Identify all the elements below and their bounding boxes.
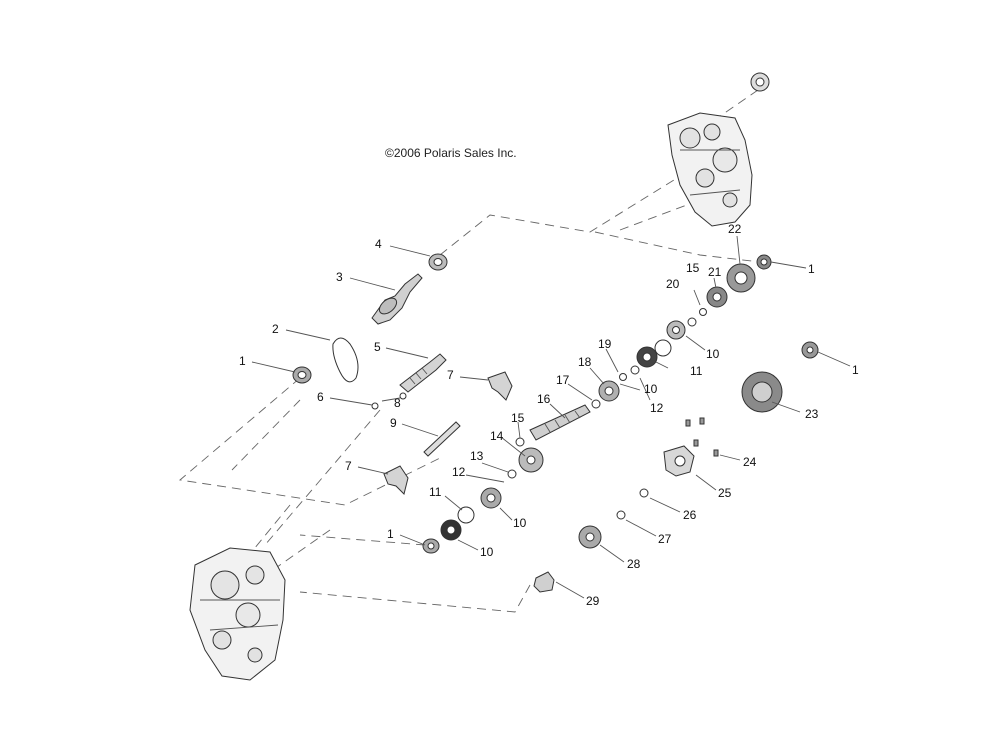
callout-19: 19 <box>598 337 612 351</box>
part-7-shift-fork-upper <box>487 371 513 401</box>
callout-27: 27 <box>658 532 672 546</box>
callout-28: 28 <box>627 557 641 571</box>
callout-labels: 4 3 2 1 5 7 6 8 9 7 1 11 12 13 14 15 16 … <box>239 222 859 608</box>
part-9-shift-rod <box>423 421 461 457</box>
part-10-bearing-upper <box>666 320 686 340</box>
callout-13: 13 <box>470 449 484 463</box>
callout-11-upper: 11 <box>690 364 703 378</box>
part-26-oring <box>639 488 649 498</box>
callout-26: 26 <box>683 508 697 522</box>
part-10-bearing-lower <box>480 487 502 509</box>
part-6-ring <box>371 402 379 410</box>
part-11-ring-upper <box>654 339 672 357</box>
part-15-ring-upper <box>699 308 707 316</box>
callout-10-upper: 10 <box>706 347 720 361</box>
callout-12-lower: 12 <box>452 465 466 479</box>
callout-6: 6 <box>317 390 324 404</box>
part-22-gear <box>726 263 756 293</box>
part-10-bearing-mid <box>636 346 658 368</box>
callout-4: 4 <box>375 237 382 251</box>
part-27-oring <box>616 510 626 520</box>
callout-29: 29 <box>586 594 600 608</box>
callout-3: 3 <box>336 270 343 284</box>
callout-1-right: 1 <box>852 363 859 377</box>
leader-lines <box>251 235 851 599</box>
transmission-main-case <box>189 547 286 681</box>
callout-8: 8 <box>394 396 401 410</box>
part-11-ring-lower <box>457 506 475 524</box>
part-7-shift-fork-lower <box>383 465 409 495</box>
callout-1-upper-right: 1 <box>808 262 815 276</box>
callout-20: 20 <box>666 277 680 291</box>
callout-10-bottom: 10 <box>480 545 494 559</box>
callout-15-upper: 15 <box>686 261 700 275</box>
part-29-sensor <box>533 571 555 593</box>
part-25-flange-plate <box>663 445 695 477</box>
part-13-ring <box>507 469 517 479</box>
callout-7-upper: 7 <box>447 368 454 382</box>
callout-10-lower: 10 <box>513 516 527 530</box>
callout-9: 9 <box>390 416 397 430</box>
part-21-gear <box>706 286 728 308</box>
callout-14: 14 <box>490 429 504 443</box>
callout-18: 18 <box>578 355 592 369</box>
transmission-cover-housing <box>667 112 753 227</box>
callout-11-lower: 11 <box>429 485 442 499</box>
part-10-bearing-bottom <box>440 519 462 541</box>
part-16-output-shaft <box>529 404 591 441</box>
copyright-notice: ©2006 Polaris Sales Inc. <box>385 146 517 160</box>
callout-25: 25 <box>718 486 732 500</box>
part-20-washer <box>687 317 697 327</box>
part-1-bearing-left <box>292 366 312 384</box>
top-seal-ring <box>750 72 770 92</box>
part-1-bearing-bottom <box>422 538 440 554</box>
part-24-bolts <box>685 417 719 457</box>
part-1-bearing-right <box>801 341 819 359</box>
callout-1-left: 1 <box>239 354 246 368</box>
callout-12-upper: 12 <box>650 401 664 415</box>
part-23-ring-gear <box>741 371 783 413</box>
part-14-gear <box>518 447 544 473</box>
callout-1-bottom: 1 <box>387 527 394 541</box>
callout-15-lower: 15 <box>511 411 525 425</box>
part-12-ring-upper <box>630 365 640 375</box>
part-19-ring <box>619 373 627 381</box>
callout-24: 24 <box>743 455 757 469</box>
callout-2: 2 <box>272 322 279 336</box>
callout-5: 5 <box>374 340 381 354</box>
part-3-input-shaft <box>371 273 423 325</box>
part-15-ring-lower <box>515 437 525 447</box>
callout-10-mid: 10 <box>644 382 658 396</box>
part-17-ring <box>591 399 601 409</box>
assembly-guide-lines <box>178 89 761 613</box>
callout-22: 22 <box>728 222 742 236</box>
callout-23: 23 <box>805 407 819 421</box>
callout-16: 16 <box>537 392 551 406</box>
callout-17: 17 <box>556 373 570 387</box>
callout-7-lower: 7 <box>345 459 352 473</box>
part-28-bearing <box>578 525 602 549</box>
callout-21: 21 <box>708 265 722 279</box>
part-18-gear <box>598 380 620 402</box>
part-8-ring <box>399 392 407 400</box>
part-1-bearing-upper-right <box>756 254 772 270</box>
part-5-shift-drum <box>399 353 447 393</box>
part-2-drive-chain <box>332 337 359 383</box>
part-4-bearing <box>428 253 448 271</box>
